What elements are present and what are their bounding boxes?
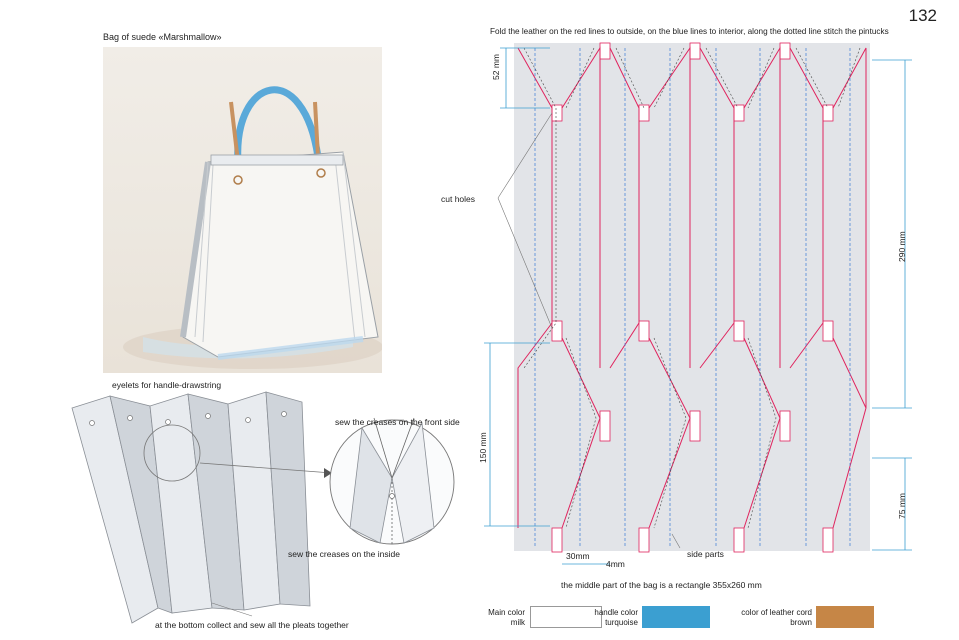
dimension-lines <box>484 47 912 565</box>
cut-holes-label: cut holes <box>441 194 476 204</box>
legend-cord-value: brown <box>790 618 812 627</box>
blue-fold-lines <box>534 48 851 548</box>
legend-handle-value: turquoise <box>605 618 638 627</box>
page-title: Bag of suede «Marshmallow» <box>103 32 222 42</box>
legend-main: Main color milk <box>470 608 525 628</box>
bag-watercolor-image <box>103 47 382 373</box>
bag-drawing <box>123 86 382 369</box>
legend-handle-label: handle color <box>594 608 638 617</box>
eyelets-label: eyelets for handle-drawstring <box>112 380 222 390</box>
dim-bottom-width: 30mm <box>566 551 590 561</box>
swatch-brown <box>816 606 874 628</box>
stitch-lines <box>523 47 861 529</box>
swatch-turquoise <box>642 606 710 628</box>
cut-holes <box>551 42 834 553</box>
sewing-pattern <box>484 42 912 565</box>
bottom-label: at the bottom collect and sew all the pl… <box>155 620 349 630</box>
front-creases-label: sew the creases on the front side <box>335 417 460 427</box>
legend-main-label: Main color <box>488 608 525 617</box>
swatch-milk <box>530 606 602 628</box>
legend-cord-label: color of leather cord <box>741 608 812 617</box>
pattern-body <box>514 43 870 551</box>
legend-cord: color of leather cord brown <box>722 608 812 628</box>
red-fold-lines <box>517 46 867 529</box>
pattern-note: the middle part of the bag is a rectangl… <box>561 580 762 590</box>
dim-left: 150 mm <box>478 432 488 463</box>
side-parts-label: side parts <box>687 549 724 559</box>
dim-top: 52 mm <box>491 54 501 80</box>
dim-right-lower: 75 mm <box>897 493 907 519</box>
dim-bottom-gap: 4mm <box>606 559 625 569</box>
dim-right-upper: 290 mm <box>897 231 907 262</box>
page-number: 132 <box>908 6 937 25</box>
pleat-diagram <box>71 391 455 624</box>
legend-handle: handle color turquoise <box>578 608 638 628</box>
fold-instruction: Fold the leather on the red lines to out… <box>490 27 889 36</box>
legend-main-value: milk <box>510 618 525 627</box>
inside-creases-label: sew the creases on the inside <box>288 549 400 559</box>
